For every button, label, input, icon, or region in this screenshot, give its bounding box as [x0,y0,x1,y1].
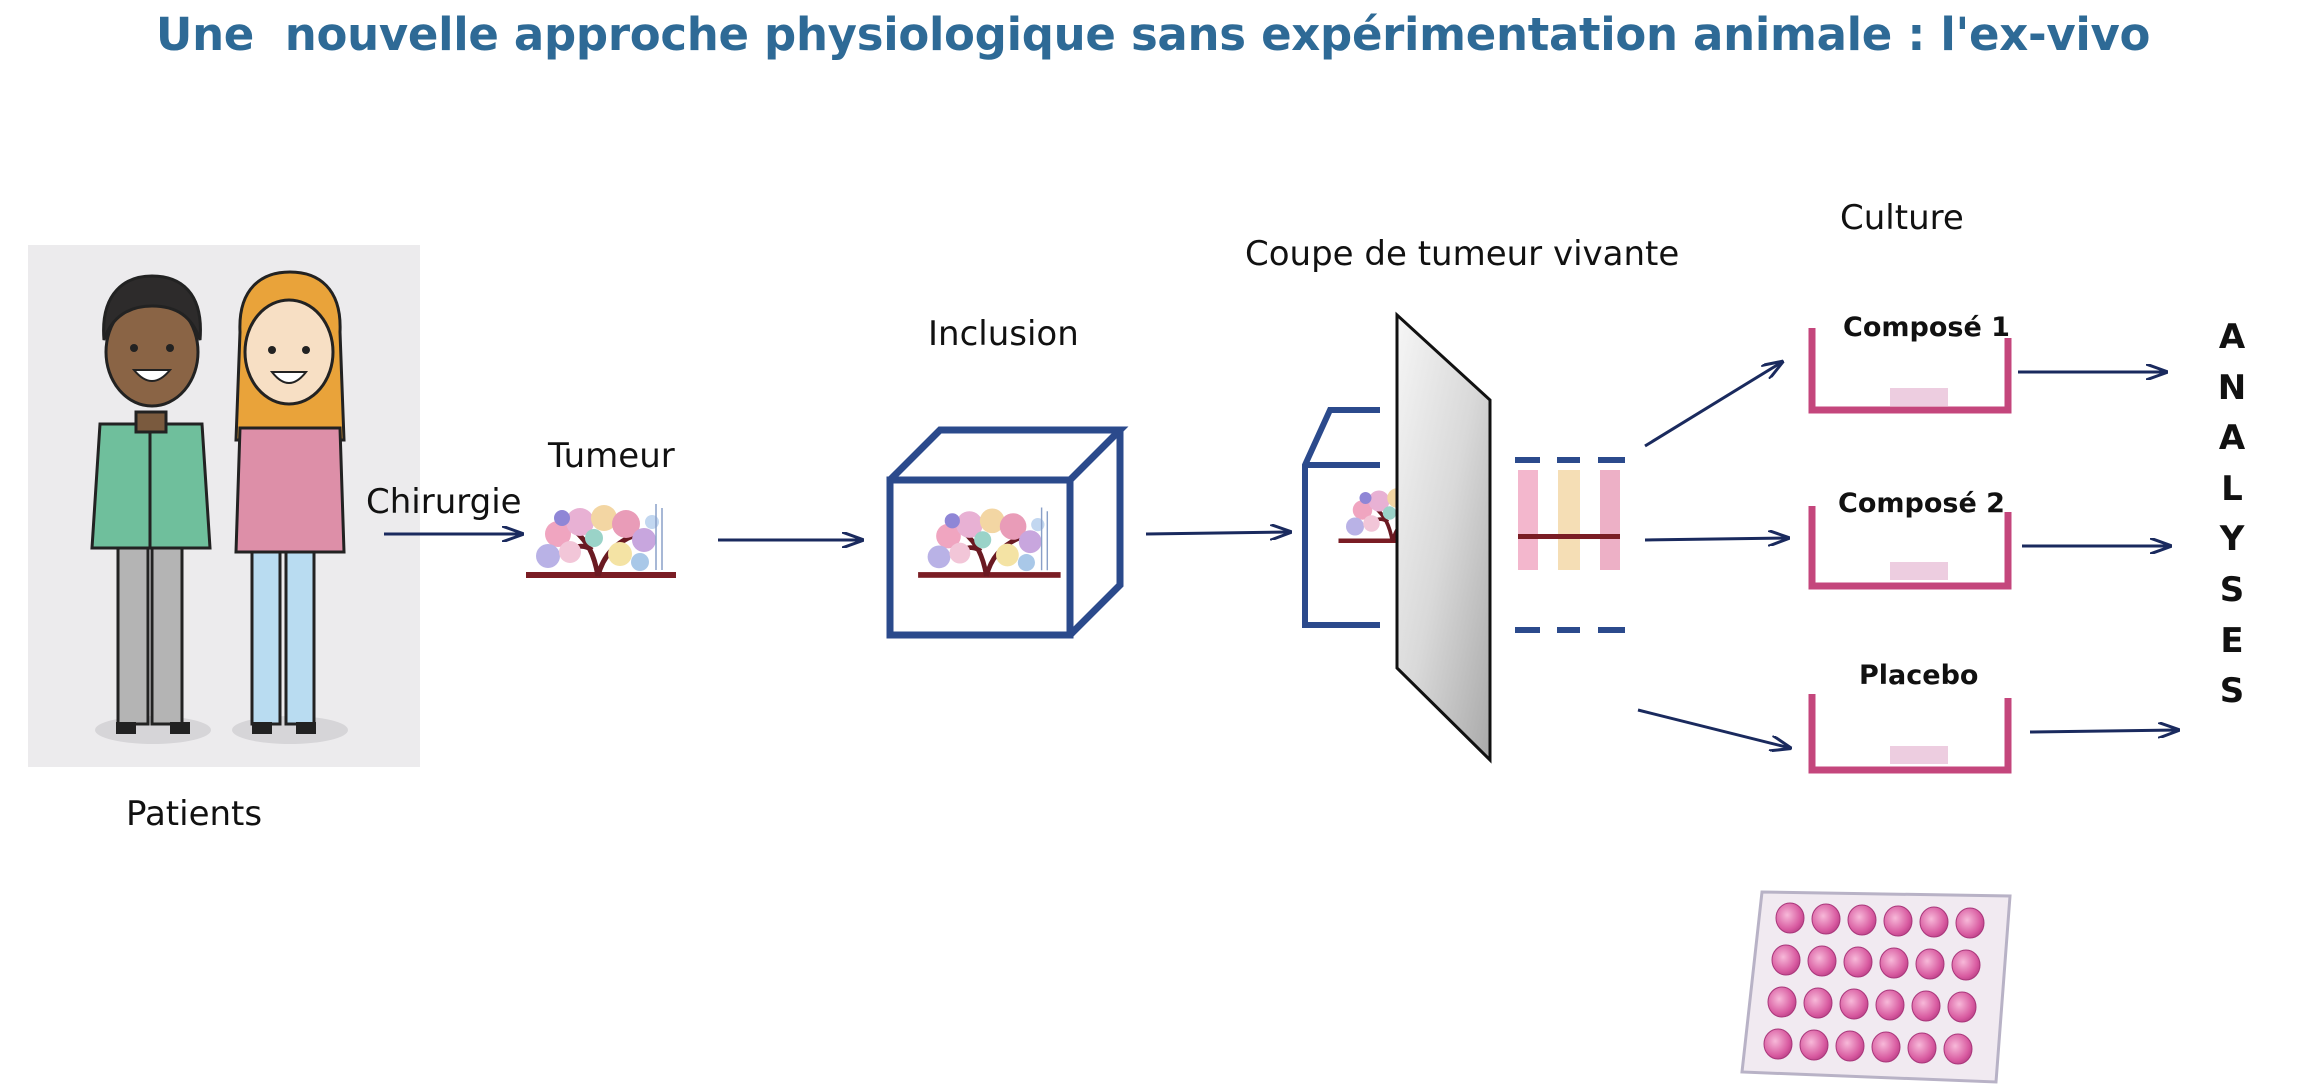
plate-well [1916,949,1944,979]
plate-well [1768,987,1796,1017]
label-coupe: Coupe de tumeur vivante [1245,234,1679,274]
plate-well [1876,990,1904,1020]
culture-well-placebo [1812,694,2008,770]
plate-well [1776,903,1804,933]
arrow-analyses-3 [2030,730,2178,732]
plate-well [1944,1034,1972,1064]
arrow-to-well-2 [1645,538,1788,540]
label-chirurgie: Chirurgie [366,482,522,522]
well-label-compose-1: Composé 1 [1843,312,2010,343]
plate-well [1848,905,1876,935]
plate-well [1912,991,1940,1021]
plate-well [1800,1030,1828,1060]
plate-well [1808,946,1836,976]
label-analyses: ANALYSES [2212,312,2252,717]
plate-well [1836,1031,1864,1061]
plate-well [1908,1033,1936,1063]
slicing-illustration [1305,315,1625,760]
plate-well [1844,947,1872,977]
well-label-placebo: Placebo [1859,660,1978,691]
inclusion-cube [890,430,1120,635]
plate-well [1764,1029,1792,1059]
label-tumeur: Tumeur [548,436,675,476]
label-patients: Patients [126,794,262,834]
plate-well [1880,948,1908,978]
tumour-image [526,504,676,578]
plate-well [1884,906,1912,936]
plate-well [1840,989,1868,1019]
plate-well [1812,904,1840,934]
well-plate-image [1742,892,2010,1082]
plate-well [1956,908,1984,938]
well-label-compose-2: Composé 2 [1838,488,2005,519]
arrow-to-well-1 [1645,362,1782,446]
plate-well [1948,992,1976,1022]
plate-well [1804,988,1832,1018]
patients-illustration [28,245,420,767]
plate-well [1872,1032,1900,1062]
label-inclusion: Inclusion [928,314,1079,354]
plate-well [1772,945,1800,975]
plate-well [1920,907,1948,937]
arrow-to-placebo [1638,710,1790,748]
plate-well [1952,950,1980,980]
arrow-to-slicing [1146,532,1290,534]
label-culture: Culture [1840,198,1964,238]
